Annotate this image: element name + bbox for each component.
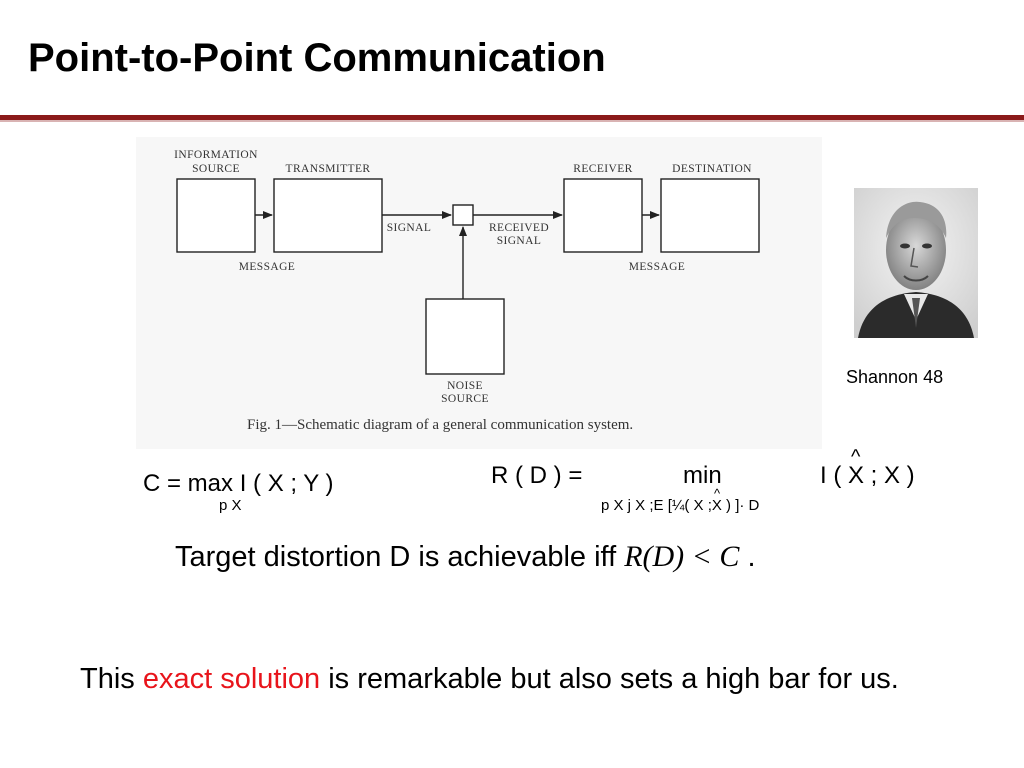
label-transmitter: TRANSMITTER (286, 163, 371, 175)
diagram-svg: INFORMATION SOURCE TRANSMITTER RECEIVER … (174, 149, 760, 433)
destination-box (660, 178, 760, 253)
title-divider (0, 115, 1024, 120)
transmitter-box (273, 178, 383, 253)
noise-source-box (425, 298, 505, 375)
closing-remark: This exact solution is remarkable but al… (80, 660, 960, 698)
channel-box (452, 204, 474, 226)
label-information-source-2: SOURCE (192, 163, 240, 175)
label-receiver: RECEIVER (573, 163, 632, 175)
rate-distortion-rhs: I ( X ; X ) (820, 462, 915, 489)
title-divider-shadow (0, 120, 1024, 122)
label-information-source-1: INFORMATION (174, 149, 258, 161)
closing-highlight: exact solution (142, 663, 321, 695)
closing-text-1: This (80, 663, 143, 695)
label-signal: SIGNAL (387, 222, 432, 234)
shannon-portrait-image (854, 188, 978, 338)
label-received-signal-1: RECEIVED (489, 222, 549, 234)
rate-distortion-min: min (683, 462, 722, 489)
capacity-formula: C = max I ( X ; Y ) (143, 470, 334, 497)
label-message-left: MESSAGE (239, 261, 295, 273)
label-message-right: MESSAGE (629, 261, 685, 273)
capacity-formula-subscript: p X (219, 497, 242, 514)
slide-title: Point-to-Point Communication (28, 36, 606, 80)
achievability-text: Target distortion D is achievable iff (175, 541, 625, 573)
label-destination: DESTINATION (672, 163, 752, 175)
communication-diagram: INFORMATION SOURCE TRANSMITTER RECEIVER … (136, 137, 822, 449)
information-source-box (176, 178, 256, 253)
label-received-signal-2: SIGNAL (497, 235, 542, 247)
closing-text-2: is remarkable but also sets a high bar f… (320, 663, 899, 695)
rate-distortion-subscript: p X j X ;E [¼( X ;X ) ]· D (601, 497, 760, 514)
diagram-caption: Fig. 1—Schematic diagram of a general co… (247, 417, 633, 433)
rate-distortion-hat: ^ (851, 446, 861, 468)
receiver-box (563, 178, 643, 253)
achievability-math: R(D) < C (624, 540, 740, 573)
label-noise-source-2: SOURCE (441, 393, 489, 405)
rate-distortion-sub-hat: ^ (714, 486, 721, 501)
achievability-suffix: . (739, 541, 756, 573)
rate-distortion-lhs: R ( D ) = (491, 462, 583, 489)
label-noise-source-1: NOISE (447, 380, 483, 392)
achievability-statement: Target distortion D is achievable iff R(… (175, 540, 756, 574)
photo-credit: Shannon 48 (846, 367, 944, 387)
